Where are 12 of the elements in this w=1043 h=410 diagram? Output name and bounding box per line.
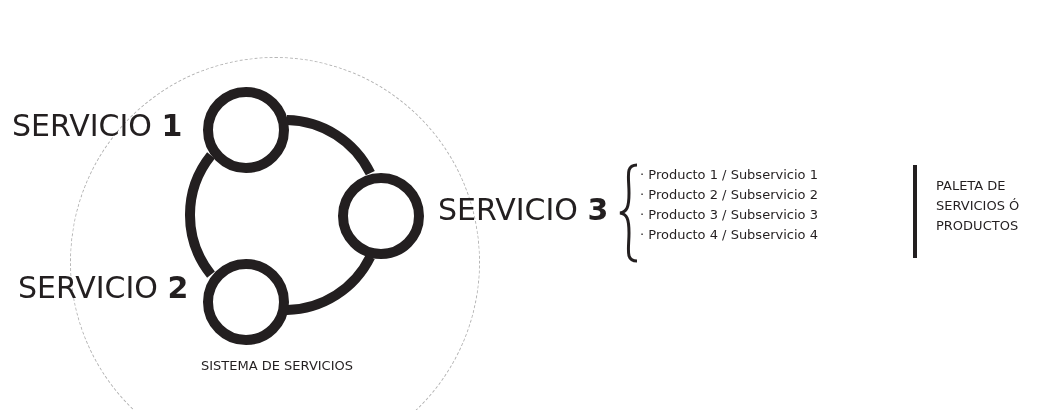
service-label: SERVICIO 1: [12, 108, 183, 143]
ring-arc: [286, 115, 375, 176]
product-item: · Producto 1 / Subservicio 1: [640, 167, 818, 182]
product-item: · Producto 2 / Subservicio 2: [640, 187, 818, 202]
palette-label: PALETA DE SERVICIOS Ó PRODUCTOS: [936, 177, 1021, 235]
ring-arc: [185, 152, 216, 278]
system-label: SISTEMA DE SERVICIOS: [201, 358, 353, 373]
service-label: SERVICIO 2: [18, 270, 189, 305]
service-label: SERVICIO 3: [438, 192, 609, 227]
product-item: · Producto 3 / Subservicio 3: [640, 207, 818, 222]
product-item: · Producto 4 / Subservicio 4: [640, 227, 818, 242]
ring-arc: [286, 254, 375, 315]
